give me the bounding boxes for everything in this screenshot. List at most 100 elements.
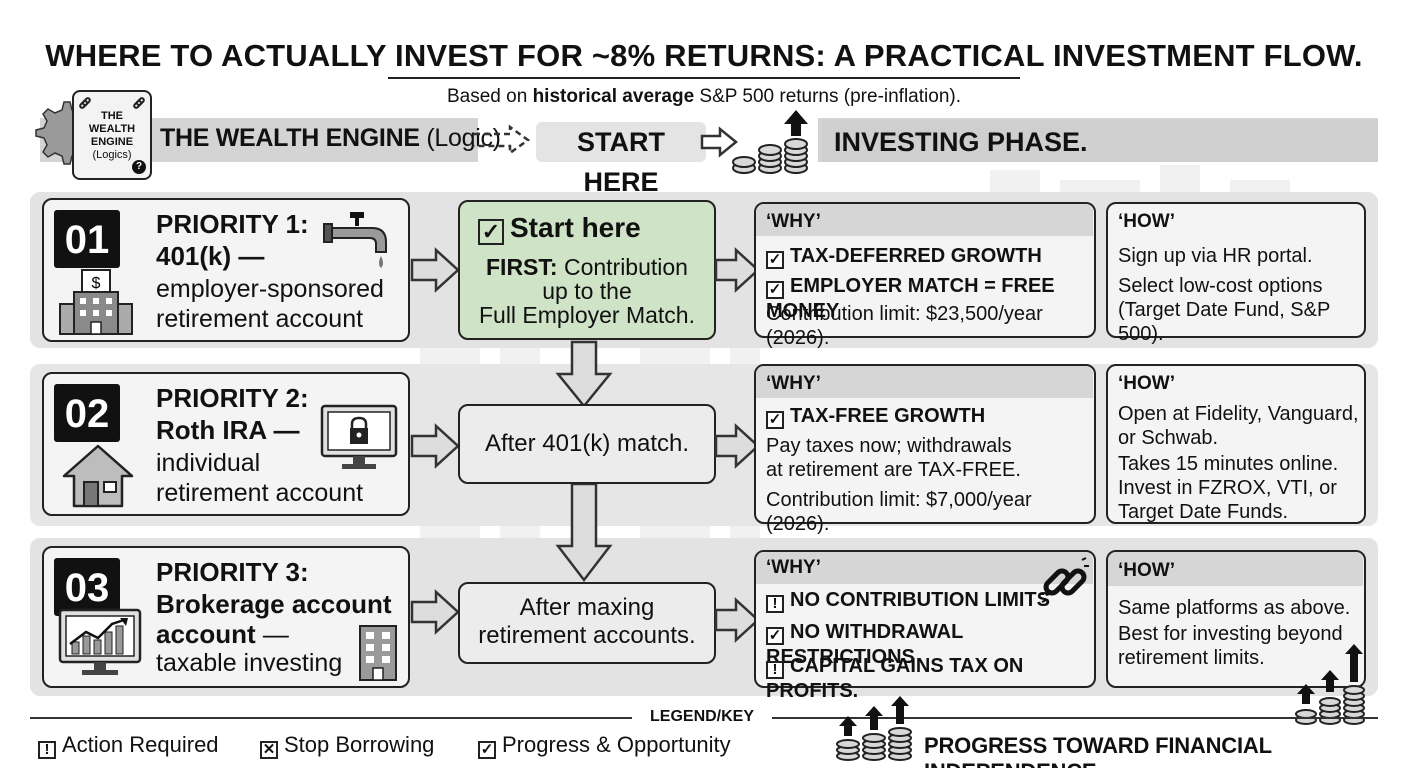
- x-box-icon: ✕: [260, 741, 278, 759]
- step1-line2: up to the: [542, 278, 632, 304]
- how-line: Target Date Funds.: [1118, 501, 1289, 523]
- coin-stack-up-icon: [732, 110, 808, 174]
- legend-rule-left: [30, 717, 632, 719]
- how-head: ‘HOW’: [1118, 373, 1175, 394]
- how-card-2: ‘HOW’ Open at Fidelity, Vanguard, or Sch…: [1106, 364, 1366, 524]
- why-line: Pay taxes now; withdrawals: [766, 435, 1012, 457]
- engine-label-bold: THE WEALTH ENGINE: [160, 124, 420, 152]
- why-head: ‘WHY’: [766, 373, 821, 394]
- how-line: Sign up via HR portal.: [1118, 245, 1313, 267]
- legend-item-stop: ✕ Stop Borrowing: [260, 732, 434, 759]
- page-title: WHERE TO ACTUALLY INVEST FOR ~8% RETURNS…: [45, 38, 1363, 73]
- question-icon: ?: [132, 160, 146, 174]
- why-line: Contribution limit: $23,500/year (2026).: [766, 303, 1043, 349]
- why-head-bg: [756, 366, 1093, 398]
- how-line: Takes 15 minutes online.: [1118, 453, 1339, 475]
- account-line2-suffix: —: [255, 619, 289, 649]
- check-icon: ✓: [766, 627, 784, 645]
- step1-head: ✓Start here: [478, 212, 641, 245]
- priority-title: PRIORITY 2:: [156, 383, 309, 413]
- subtitle-suffix: S&P 500 returns (pre-inflation).: [694, 86, 961, 107]
- step3-line2: retirement accounts.: [478, 622, 696, 649]
- why-line-text: TAX-FREE GROWTH: [790, 405, 986, 427]
- engine-box-line3: ENGINE: [90, 136, 134, 148]
- dashed-arrow-icon: [474, 124, 531, 156]
- step1-line3: Full Employer Match.: [478, 302, 695, 328]
- priority-card-2: 02 PRIORITY 2: Roth IRA — individual ret…: [42, 372, 410, 516]
- subtitle-bold: historical average: [532, 86, 695, 107]
- start-here-label: START HERE: [536, 122, 706, 197]
- why-line-text: CAPITAL GAINS TAX ON PROFITS.: [766, 655, 1024, 702]
- legend-label: Action Required: [62, 732, 219, 757]
- how-head-bg: [1108, 552, 1363, 586]
- why-line: ✓ TAX-FREE GROWTH: [766, 404, 985, 429]
- title-underline: [388, 77, 1020, 79]
- priority-title: PRIORITY 1:: [156, 209, 309, 239]
- priority-desc-line1: employer-sponsored: [156, 275, 384, 303]
- priority-number: 02: [54, 384, 120, 442]
- coin-stack-up-icon: [836, 696, 912, 761]
- priority-card-3: 03 PRIORITY 3: Brokerage account account…: [42, 546, 410, 688]
- office-building-icon: [359, 625, 397, 681]
- why-line: !CAPITAL GAINS TAX ON PROFITS.: [766, 654, 1094, 703]
- engine-label-normal: (Logic): [419, 124, 501, 152]
- how-line: Same platforms as above.: [1118, 597, 1351, 619]
- check-icon: ✓: [478, 741, 496, 759]
- chain-link-icon: [79, 97, 91, 109]
- why-card-2: ‘WHY’ ✓ TAX-FREE GROWTH Pay taxes now; wi…: [754, 364, 1096, 535]
- house-icon: [62, 444, 134, 508]
- how-card-3: ‘HOW’ Same platforms as above. Best for …: [1106, 550, 1366, 688]
- engine-label: THE WEALTH ENGINE (Logic): [160, 124, 501, 153]
- check-icon: ✓: [478, 219, 504, 245]
- how-head: ‘HOW’: [1118, 560, 1175, 581]
- exclamation-icon: !: [38, 741, 56, 759]
- arrow-right-icon: [410, 423, 460, 469]
- why-head-bg: [756, 552, 1093, 584]
- how-card-1: ‘HOW’ Sign up via HR portal. Select low-…: [1106, 202, 1366, 345]
- legend-rule-right: [772, 717, 1378, 719]
- why-line: ✓EMPLOYER MATCH = FREE MONEY: [766, 274, 1094, 323]
- how-line: Best for investing beyond: [1118, 623, 1343, 645]
- step1-line1-text: Contribution: [557, 254, 688, 280]
- engine-box-line1: THE: [101, 110, 123, 122]
- page-subtitle: Based on historical average S&P 500 retu…: [0, 86, 1408, 108]
- arrow-down-icon: [555, 482, 613, 583]
- legend-label: Progress & Opportunity: [502, 732, 731, 757]
- how-line: Invest in FZROX, VTI, or: [1118, 477, 1337, 499]
- priority-desc-line2: retirement account: [156, 305, 364, 333]
- arrow-right-icon: [410, 247, 460, 293]
- priority-number: 03: [54, 558, 120, 616]
- account-line2-bold: account: [156, 619, 256, 649]
- priority-number: 01: [54, 210, 120, 268]
- svg-text:$: $: [92, 275, 101, 292]
- check-icon: ✓: [766, 281, 784, 299]
- legend-title: LEGEND/KEY: [650, 708, 755, 725]
- engine-box-line4: (Logics): [92, 149, 132, 161]
- flow-step-3-box: After maxing retirement accounts.: [458, 582, 716, 664]
- why-line-text: EMPLOYER MATCH = FREE MONEY: [766, 275, 1055, 322]
- legend-label: Stop Borrowing: [284, 732, 435, 757]
- priority-title: PRIORITY 3:: [156, 557, 309, 587]
- priority-account-line2: account —: [156, 618, 289, 650]
- step1-head-text: Start here: [510, 212, 641, 243]
- why-line: !NO CONTRIBUTION LIMITS: [766, 588, 1050, 613]
- chart-monitor-icon: [58, 608, 142, 675]
- why-line-text: NO WITHDRAWAL RESTRICTIONS: [766, 621, 963, 668]
- broken-chain-icon: [1040, 557, 1089, 603]
- check-icon: ✓: [766, 411, 784, 429]
- investing-phase-label: INVESTING PHASE.: [822, 120, 1378, 162]
- chain-link-icon: [133, 97, 145, 109]
- legend-item-progress: ✓ Progress & Opportunity: [478, 732, 731, 759]
- wealth-engine-box: THE WEALTH ENGINE (Logics) ?: [72, 90, 152, 180]
- how-line: Open at Fidelity, Vanguard,: [1118, 403, 1359, 425]
- progress-label: PROGRESS TOWARD FINANCIAL INDEPENDENCE.: [924, 733, 1272, 768]
- arrow-down-icon: [555, 340, 613, 408]
- exclamation-icon: !: [766, 595, 784, 613]
- arrow-right-icon: [714, 247, 760, 293]
- priority-desc-line1: taxable investing: [156, 649, 343, 677]
- why-line: at retirement are TAX-FREE.: [766, 459, 1021, 481]
- how-head: ‘HOW’: [1118, 211, 1175, 232]
- why-line: ✓TAX-DEFERRED GROWTH: [766, 244, 1042, 269]
- legend-item-action: ! Action Required: [38, 732, 219, 759]
- why-head: ‘WHY’: [766, 557, 821, 578]
